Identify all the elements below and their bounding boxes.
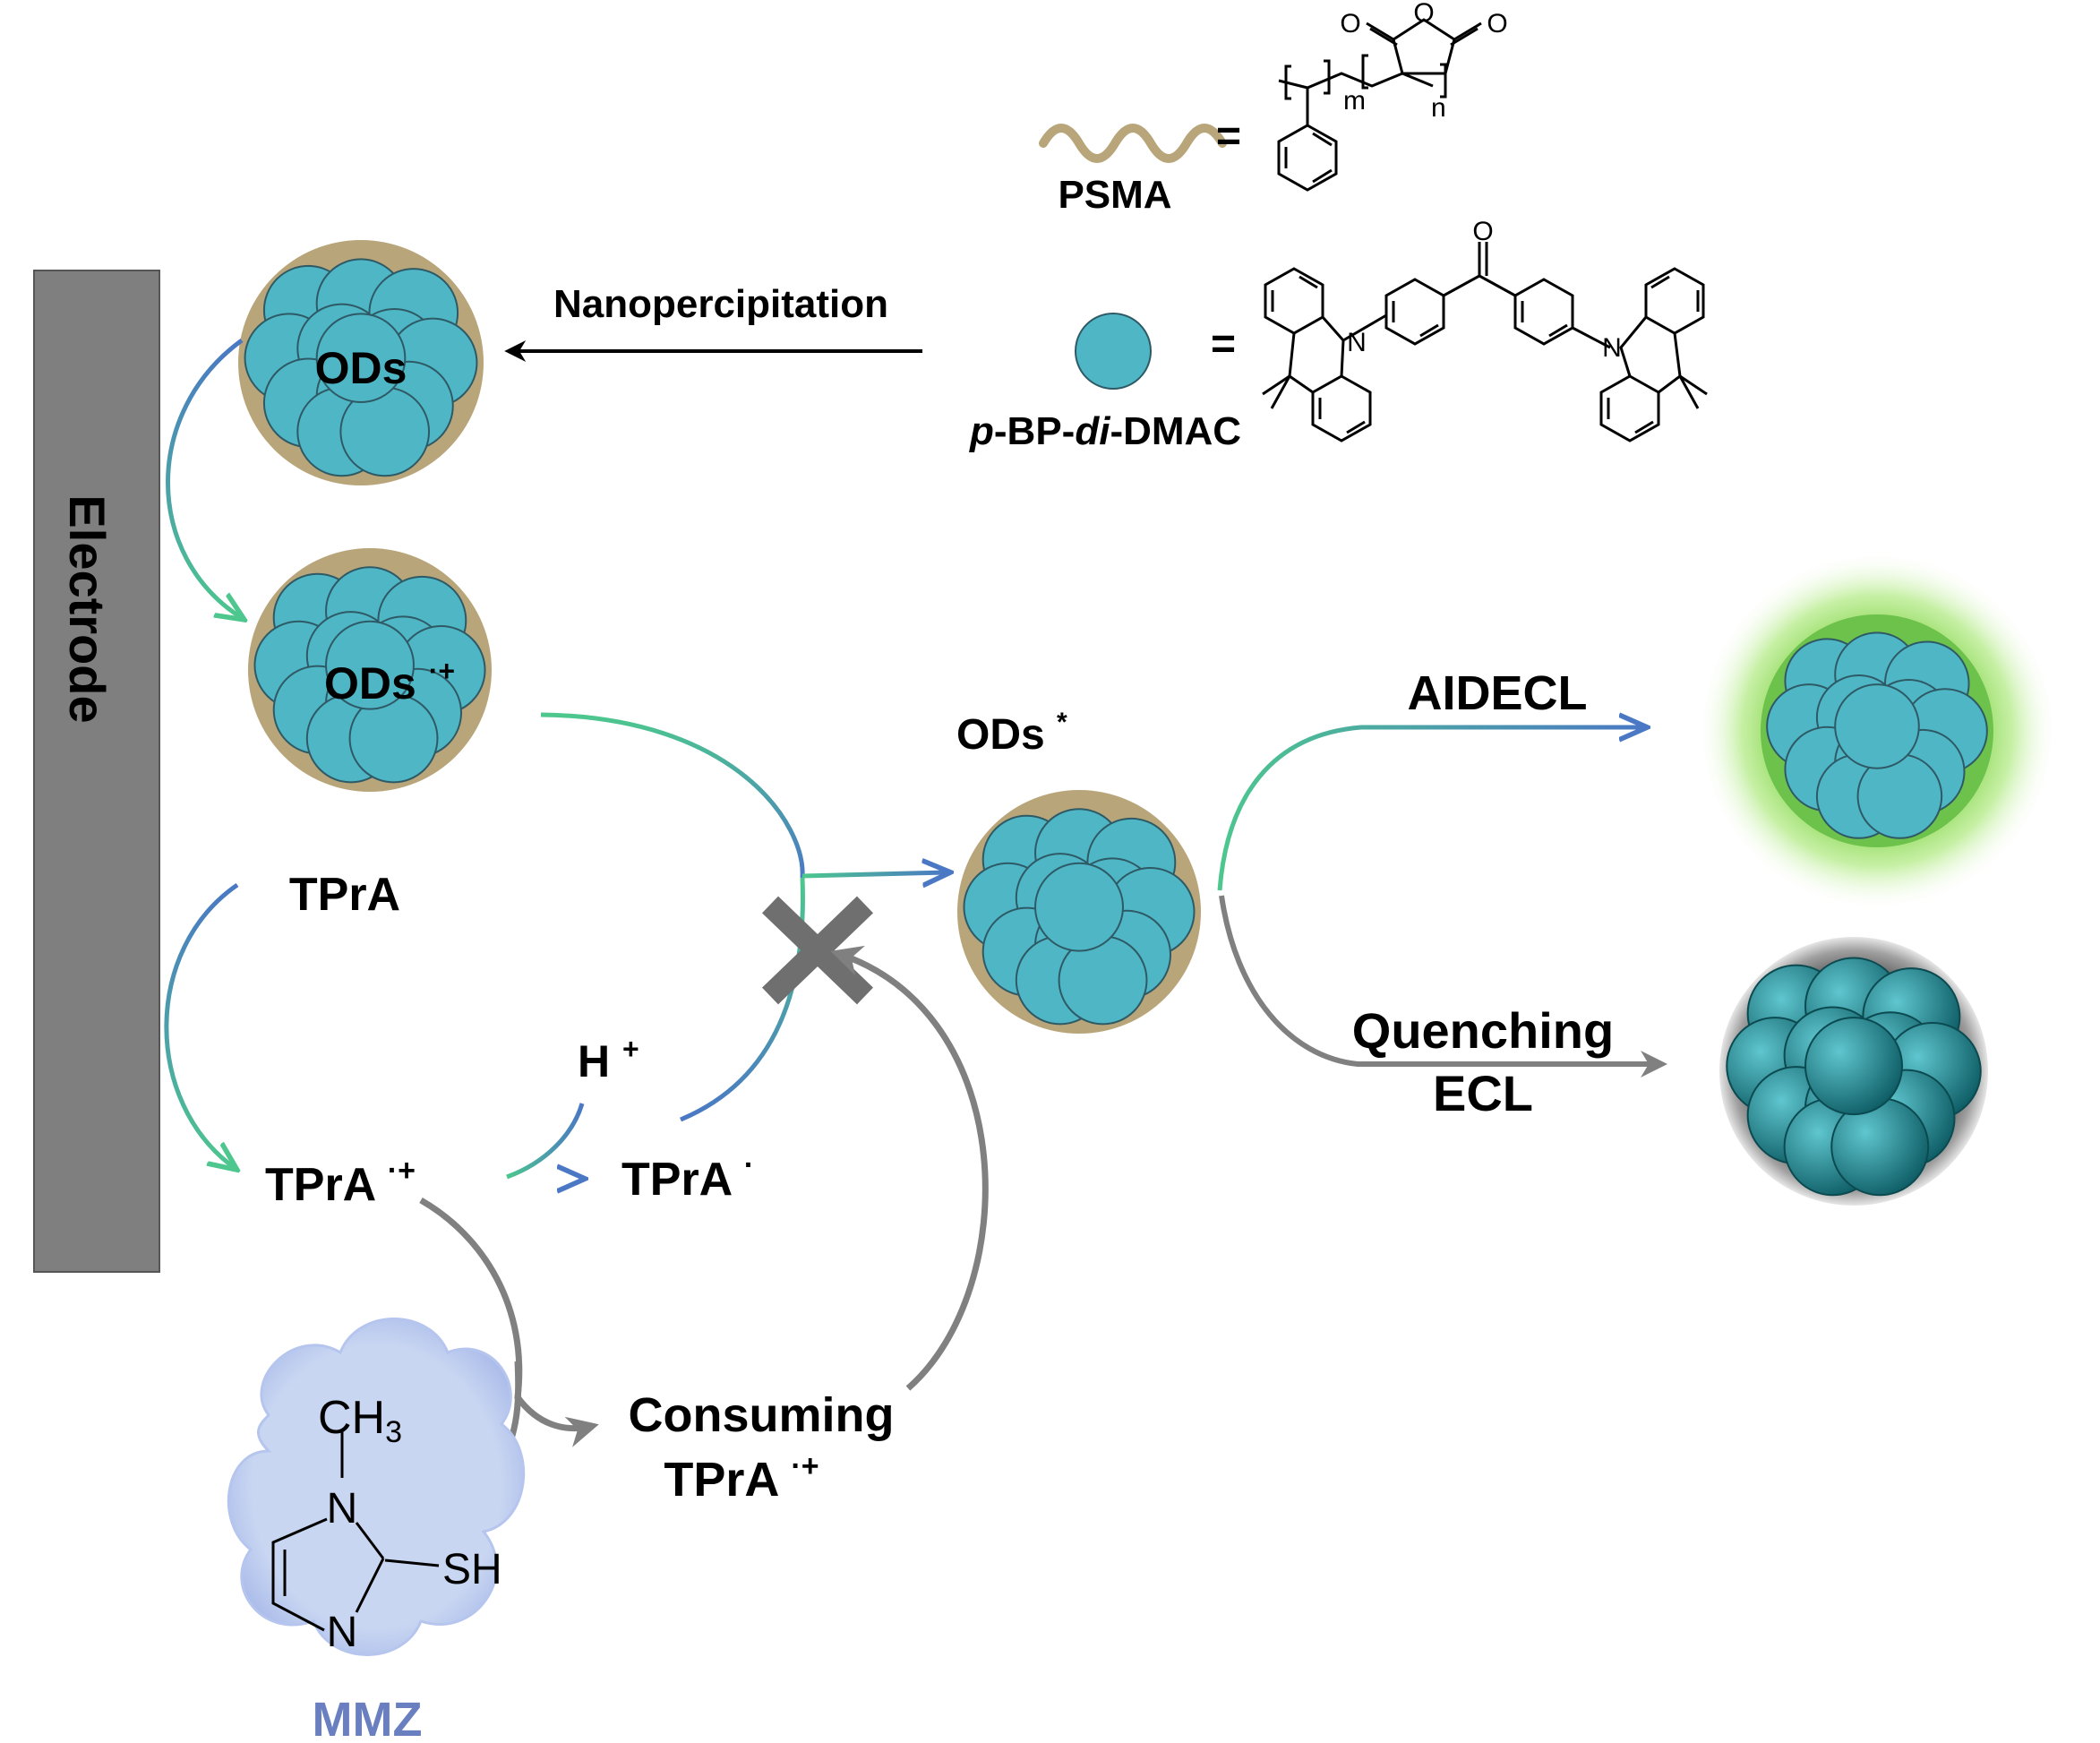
dmac-o-label: O [1472,217,1493,246]
dmac-label-p: p [969,409,994,453]
arrow-center-to-ods-excited [801,872,947,876]
tpra-radical-base: TPrA [265,1159,376,1211]
consuming-line1: Consuming [629,1388,895,1442]
h-plus-sup: + [622,1033,639,1065]
ods-excited-label: ODs * [956,708,1067,759]
tpra-radical-sup: ·+ [388,1154,416,1188]
dmac-label-dmac: -DMAC [1110,409,1241,453]
ods-cluster-ball [315,313,407,403]
arrow-to-aidecl [1217,727,1644,891]
consuming-line2: TPrA ·+ [664,1449,819,1507]
dmac-legend: = p-BP-di-DMAC [969,217,1708,453]
psma-n-label: n [1431,93,1446,123]
arrow-ods-to-ods-radical [166,338,243,618]
dmac-equals: = [1211,321,1236,368]
arrow-to-quenching [1219,895,1667,1078]
consuming-line2-base: TPrA [664,1453,778,1507]
mmz-n2: N [327,1609,358,1656]
tpra-dot-base: TPrA [621,1154,733,1206]
arc-ods-radical-to-center [540,712,805,879]
psma-label: PSMA [1058,173,1171,217]
consuming-line2-sup: ·+ [791,1449,819,1483]
dmac-label: p-BP-di-DMAC [969,409,1241,453]
mmz-sh: SH [442,1546,502,1593]
psma-o1-label: O [1340,9,1360,39]
electrode-label: Electrode [59,494,116,723]
mmz-ch3: CH3 [318,1392,402,1449]
psma-o2-label: O [1413,0,1434,28]
blocked-x-icon [761,896,874,1005]
ods-radical-sup: ·+ [429,655,455,687]
dmac-n2-label: N [1602,333,1622,363]
dmac-label-bp: -BP- [994,409,1075,453]
ods-radical-cluster-ball [325,620,415,710]
arrow-h-plus-release [506,1103,585,1180]
quenched-cluster-ball [1804,1017,1903,1116]
quenched-cluster [1719,937,1988,1206]
psma-equals: = [1216,113,1241,160]
ods-radical-cluster [248,548,492,792]
quenching-line1: Quenching [1352,1002,1614,1059]
psma-m-label: m [1343,86,1366,116]
tpra-dot-sup: · [744,1148,754,1182]
particles-layer [238,240,2058,1206]
mmz-n1: N [327,1485,358,1533]
mmz-ch3-base: CH [318,1392,385,1444]
psma-wave-icon [1039,124,1227,163]
h-plus-base: H [578,1036,610,1086]
mmz-ch3-sub: 3 [385,1415,402,1449]
aidecl-label: AIDECL [1408,666,1588,720]
aidecl-glowing-cluster-ball [1834,683,1920,769]
dmac-particle-icon [1075,313,1152,390]
dmac-label-di: di [1075,409,1110,453]
dmac-structure [1262,242,1708,442]
psma-o3-label: O [1487,9,1507,39]
mmz-label: MMZ [313,1693,423,1743]
arc-consuming-blocked [830,945,989,1391]
tpra-radical-label: TPrA ·+ [265,1154,416,1211]
psma-structure [1277,18,1482,192]
aidecl-glowing-cluster [1696,550,2058,912]
arc-tpra-dot-to-center [680,877,805,1122]
ods-cluster [238,240,484,485]
ods-label: ODs [315,343,407,393]
arrow-tpra-to-tpra-radical [164,882,237,1168]
h-plus-label: H + [578,1033,639,1086]
electrode: Electrode [33,270,160,1273]
tpra-dot-label: TPrA · [621,1148,754,1206]
ods-excited-cluster [957,790,1201,1034]
ods-excited-base: ODs [956,711,1045,759]
mmz-cloud: CH3 N N SH [227,1318,526,1656]
ods-excited-sup: * [1057,708,1067,737]
ods-radical-label: ODs ·+ [324,655,455,708]
psma-legend: PSMA = m n O O O [1039,0,1508,217]
quenching-line2: ECL [1433,1065,1533,1121]
ods-radical-base: ODs [324,658,416,708]
tpra-label: TPrA [289,869,400,921]
dmac-n1-label: N [1347,328,1367,357]
nanoprecipitation-label: Nanopercipitation [553,282,888,326]
ods-excited-cluster-ball [1034,862,1124,952]
